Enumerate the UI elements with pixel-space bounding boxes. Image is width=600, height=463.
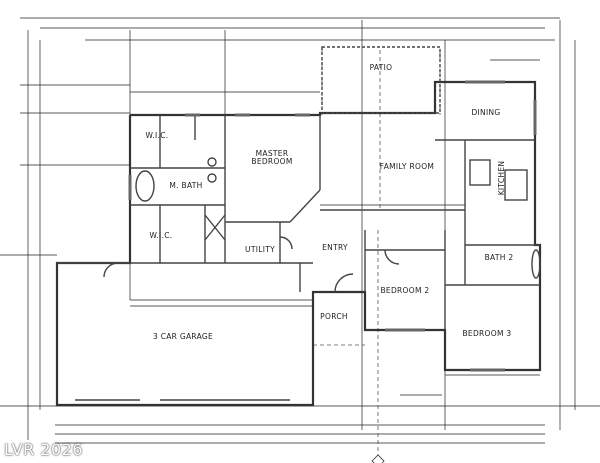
room-label-bath-2: BATH 2 <box>485 253 514 262</box>
watermark: LVR 2026 <box>4 440 84 459</box>
exterior-walls <box>55 46 542 407</box>
room-labels: PATIO W.I.C. MASTER BEDROOM M. BATH W.I.… <box>146 63 514 341</box>
north-arrow-icon <box>371 454 385 463</box>
room-label-dining: DINING <box>471 108 500 117</box>
room-label-wic-upper: W.I.C. <box>146 131 169 140</box>
room-label-entry: ENTRY <box>322 243 348 252</box>
dimension-lines <box>0 17 600 455</box>
room-label-wic-lower: W.I.C. <box>150 231 173 240</box>
room-label-kitchen: KITCHEN <box>497 161 506 196</box>
room-label-m-bath: M. BATH <box>169 181 202 190</box>
room-label-porch: PORCH <box>320 312 348 321</box>
room-label-patio: PATIO <box>370 63 393 72</box>
room-label-garage: 3 CAR GARAGE <box>153 332 213 341</box>
room-label-utility: UTILITY <box>245 245 275 254</box>
room-label-bedroom-3: BEDROOM 3 <box>462 329 511 338</box>
windows <box>75 80 537 401</box>
interior-walls <box>57 115 541 330</box>
room-label-master-bedroom-line2: BEDROOM <box>251 157 292 166</box>
room-label-bedroom-2: BEDROOM 2 <box>380 286 429 295</box>
room-label-master-bedroom: MASTER <box>256 149 289 158</box>
room-label-family-room: FAMILY ROOM <box>380 162 434 171</box>
